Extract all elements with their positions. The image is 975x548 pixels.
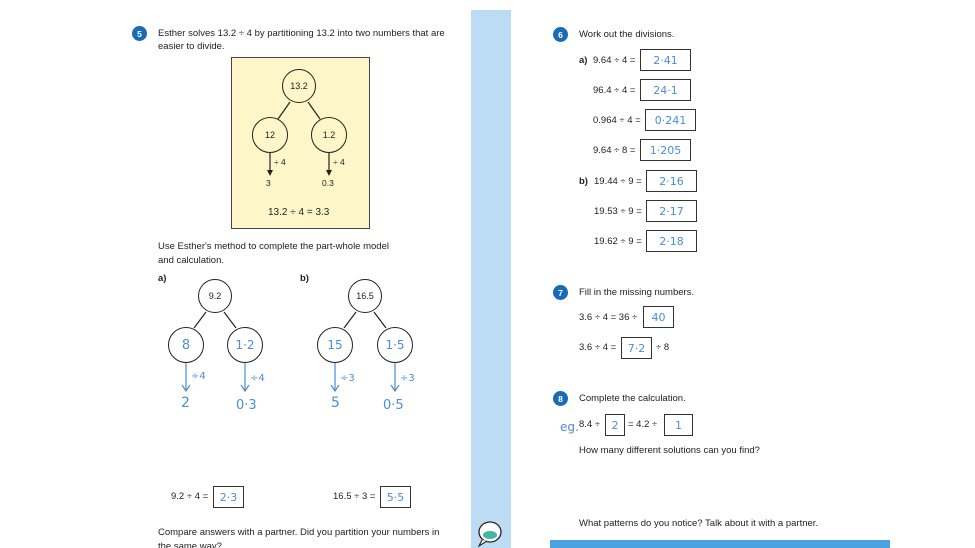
q6-row-expr: 96.4 ÷ 4 = [593,85,636,96]
q6-row-answer[interactable]: 2·17 [646,200,697,222]
q6-row-answer[interactable]: 2·18 [646,230,697,252]
q5b-op1: ÷3 [340,373,355,384]
q5a-res2: 0·3 [236,398,257,413]
q5b-label: b) [300,273,309,284]
q5-intro-line1: Esther solves 13.2 ÷ 4 by partitioning 1… [158,28,445,39]
q7-row1-answer[interactable]: 40 [643,306,674,328]
question-5-badge: 5 [132,26,147,41]
q8-patterns: What patterns do you notice? Talk about … [579,518,819,529]
q6-row-expr: 9.64 ÷ 4 = [593,55,636,66]
q5a-op1: ÷4 [191,371,206,382]
question-8-badge: 8 [553,391,568,406]
example-res1: 3 [266,178,271,188]
q6-row-expr: 9.64 ÷ 8 = [593,145,636,156]
q5b-op2: ÷3 [400,373,415,384]
example-op1: ÷ 4 [274,157,286,167]
footer-bar [550,540,890,548]
q5a-part1-circle[interactable]: 8 [168,327,204,363]
q5b-whole-circle: 16.5 [348,279,382,313]
q5a-label: a) [158,273,167,284]
q6b-label: b) [579,176,588,187]
q5b-answer-box[interactable]: 5·5 [380,486,411,508]
question-7-badge: 7 [553,285,568,300]
q5-compare-line1: Compare answers with a partner. Did you … [158,527,440,538]
q7-title: Fill in the missing numbers. [579,287,695,298]
q8-answer2-box[interactable]: 1 [664,414,693,436]
q5a-part2-circle[interactable]: 1·2 [227,327,263,363]
q6-row-expr: 19.44 ÷ 9 = [594,176,642,187]
q5a-op2: ÷4 [250,373,265,384]
q7-row2-answer[interactable]: 7·2 [621,337,652,359]
q5b-res1: 5 [331,395,340,411]
example-whole-circle: 13.2 [282,69,316,103]
q7-row1-prefix: 3.6 ÷ 4 = 36 ÷ [579,312,638,323]
q8-question: How many different solutions can you fin… [579,445,760,456]
example-part2-circle: 1.2 [311,117,347,153]
q8-eg-note: eg. [560,420,579,434]
q6-row-answer[interactable]: 24·1 [640,79,691,101]
example-res2: 0.3 [322,178,334,188]
q8-expr-prefix: 8.4 ÷ [579,419,601,430]
q5-compare-line2: the same way? [158,541,222,548]
q6-row-expr: 19.62 ÷ 9 = [594,236,642,247]
q5-intro-line2: easier to divide. [158,41,225,52]
q5a-whole-circle: 9.2 [198,279,232,313]
q6-row-answer[interactable]: 0·241 [645,109,696,131]
q6-row-expr: 0.964 ÷ 4 = [593,115,641,126]
q7-row2-suffix: ÷ 8 [656,342,670,353]
q5-instruction-line2: and calculation. [158,255,225,266]
example-calc: 13.2 ÷ 4 = 3.3 [268,207,330,218]
q6-row-answer[interactable]: 1·205 [640,139,691,161]
page-divider [471,10,511,548]
q5b-part2-circle[interactable]: 1·5 [377,327,413,363]
q5a-calc-prefix: 9.2 ÷ 4 = [171,491,209,502]
q8-answer1-box[interactable]: 2 [605,414,625,436]
q5a-res1: 2 [181,395,190,411]
q6-row-answer[interactable]: 2·16 [646,170,697,192]
q6-row-answer[interactable]: 2·41 [640,49,691,71]
q5b-part1-circle[interactable]: 15 [317,327,353,363]
question-6-badge: 6 [553,27,568,42]
q7-row2-prefix: 3.6 ÷ 4 = [579,342,617,353]
q6-title: Work out the divisions. [579,29,675,40]
q6a-label: a) [579,55,588,66]
example-op2: ÷ 4 [333,157,345,167]
example-part1-circle: 12 [252,117,288,153]
q5a-answer-box[interactable]: 2·3 [213,486,244,508]
q6-row-expr: 19.53 ÷ 9 = [594,206,642,217]
q5-instruction-line1: Use Esther's method to complete the part… [158,241,389,252]
q8-title: Complete the calculation. [579,393,686,404]
q5b-res2: 0·5 [383,398,404,413]
q8-expr-mid: = 4.2 ÷ [628,419,658,430]
q5b-calc-prefix: 16.5 ÷ 3 = [333,491,376,502]
